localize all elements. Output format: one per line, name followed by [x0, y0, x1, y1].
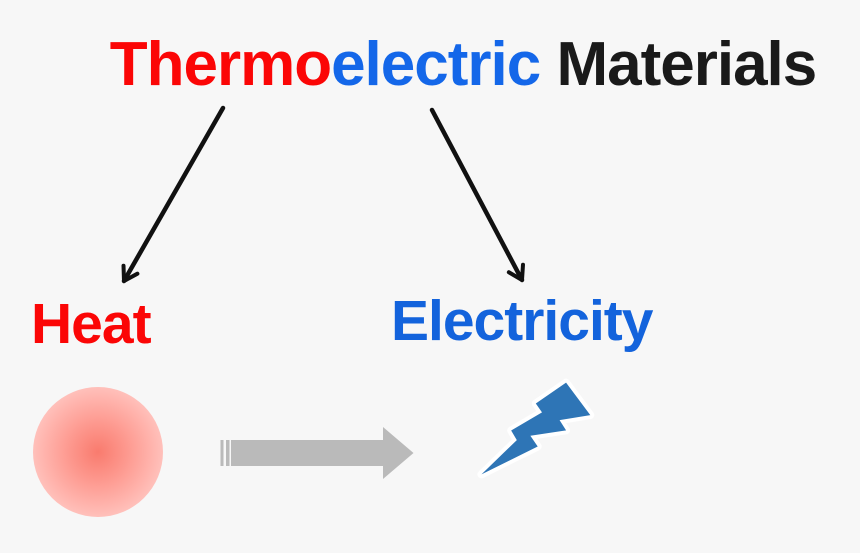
lightning-bolt-svg: [477, 378, 595, 479]
title-segment-materials: Materials: [540, 30, 817, 99]
lightning-bolt-shape: [481, 382, 591, 475]
striped-right-arrow-icon: [220, 427, 414, 479]
heat-label: Heat: [31, 292, 152, 356]
arrow-title-to-heat: [121, 105, 226, 284]
page-title: Thermoelectric Materials: [33, 34, 860, 96]
lightning-bolt-icon: [477, 369, 600, 508]
electricity-label: Electricity: [391, 289, 653, 353]
heat-glow-circle: [33, 387, 163, 517]
arrow-title-to-electricity: [429, 107, 525, 283]
title-segment-electric: electric: [331, 30, 541, 99]
title-segment-thermo: Thermo: [109, 30, 332, 99]
